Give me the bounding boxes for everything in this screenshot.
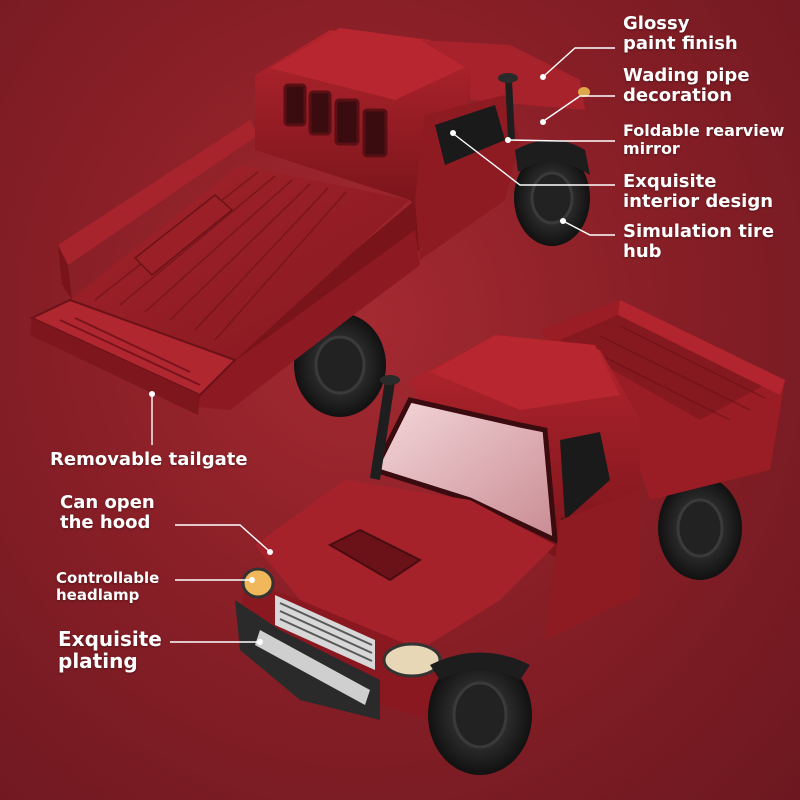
front-truck-tire-back [658, 476, 742, 580]
callout-text: Can open [60, 492, 155, 513]
callout-glossy-paint: Glossy paint finish [623, 13, 738, 55]
callout-text: decoration [623, 85, 733, 107]
callout-removable-tailgate: Removable tailgate [50, 449, 248, 470]
callout-text: Foldable rearview [623, 121, 785, 140]
callout-text: Exquisite [623, 171, 717, 192]
callout-wading-pipe: Wading pipe decoration [623, 65, 750, 107]
front-truck-tire-front [428, 655, 532, 775]
callout-lines [149, 47, 615, 645]
callout-text: mirror [623, 138, 680, 158]
callout-text: Simulation tire [623, 221, 775, 242]
front-truck-snorkel [370, 375, 400, 480]
rear-truck-bed-floor [70, 165, 410, 360]
callout-line-glossy [544, 47, 615, 76]
rear-truck-snorkel [498, 73, 518, 140]
callout-line-hood [175, 524, 269, 551]
callout-tire-hub: Simulation tire hub [623, 221, 775, 263]
callout-text: headlamp [56, 585, 140, 604]
callout-text: plating [58, 649, 138, 674]
rear-truck-image [29, 28, 590, 417]
rear-truck-rack [283, 83, 388, 158]
callout-text: Controllable [56, 569, 160, 587]
callout-open-hood: Can open the hood [60, 492, 155, 534]
callout-headlamp: Controllable headlamp [56, 570, 159, 604]
callout-line-tire [564, 221, 615, 236]
callout-interior-design: Exquisite interior design [623, 171, 774, 213]
front-truck-grille [275, 595, 375, 670]
callout-text: interior design [623, 191, 774, 213]
callout-text: the hood [60, 512, 151, 534]
callout-text: Removable tailgate [50, 449, 248, 470]
callout-line-wading [544, 95, 615, 121]
callout-text: Wading pipe [623, 65, 750, 86]
callout-rearview-mirror: Foldable rearview mirror [623, 122, 784, 158]
callout-text: Exquisite [58, 627, 162, 651]
front-truck-image [235, 300, 785, 775]
callout-line-interior [454, 134, 615, 186]
callout-plating: Exquisite plating [58, 628, 162, 673]
callout-text: hub [623, 241, 662, 263]
callout-text: paint finish [623, 33, 738, 55]
callout-text: Glossy [623, 13, 690, 34]
callout-line-mirror [509, 139, 615, 142]
